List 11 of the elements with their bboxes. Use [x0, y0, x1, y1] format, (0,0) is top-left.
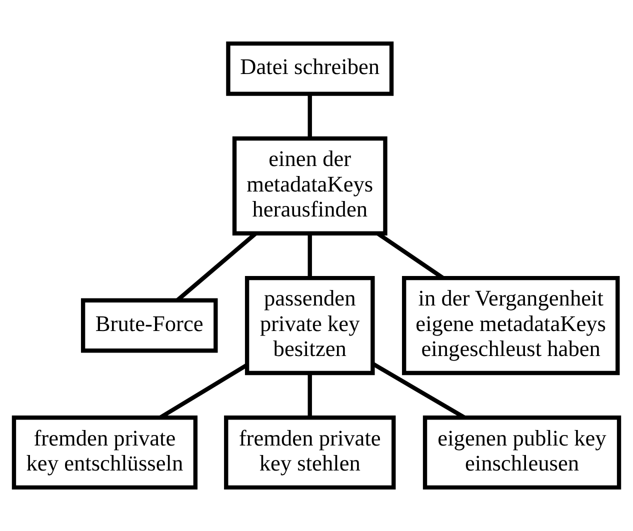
- node-box: passenden private key besitzen: [244, 276, 375, 376]
- node-box: einen der metadataKeys herausfinden: [232, 136, 388, 236]
- node-box: Brute-Force: [80, 298, 218, 353]
- node-box: Datei schreiben: [226, 42, 394, 96]
- node-box: fremden private key stehlen: [224, 416, 396, 490]
- connector: [308, 373, 312, 418]
- node-box: fremden private key entschlüsseln: [12, 416, 198, 490]
- node-box: eigenen public key einschleusen: [422, 416, 622, 490]
- node-box: in der Vergangenheit eigene metadataKeys eingeschleust haben: [402, 276, 620, 376]
- connector: [308, 94, 312, 138]
- connector: [308, 234, 312, 278]
